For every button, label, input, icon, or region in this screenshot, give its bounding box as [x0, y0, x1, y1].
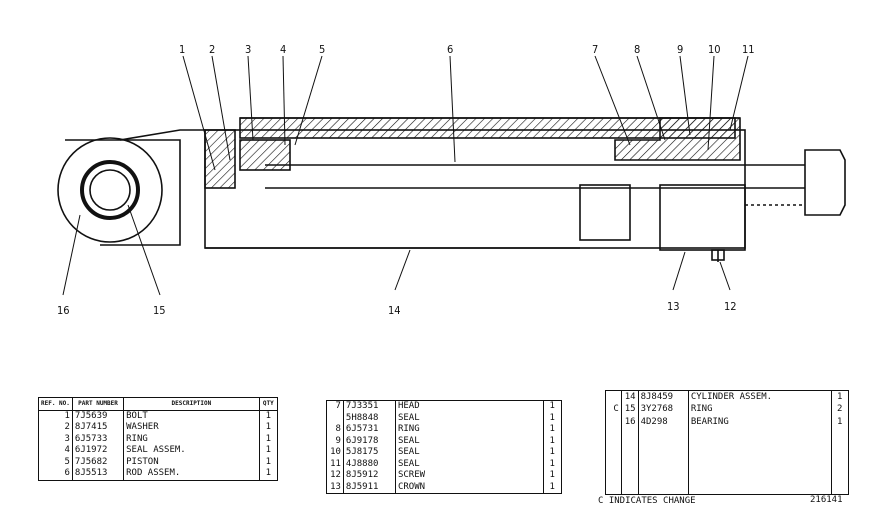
- drawing-number: 216141: [810, 495, 843, 505]
- callout-4: 4: [280, 43, 286, 56]
- bearing-inner: [89, 169, 131, 211]
- bearing-outer: [57, 137, 163, 243]
- callout-3: 3: [245, 43, 251, 56]
- callout-7: 7: [592, 43, 598, 56]
- callout-12: 12: [724, 300, 737, 313]
- header-qty: QTY: [258, 397, 279, 411]
- head: [614, 117, 741, 161]
- callout-8: 8: [634, 43, 640, 56]
- header-description: DESCRIPTION: [123, 397, 260, 411]
- header-ref: REF. NO.: [38, 397, 73, 411]
- callout-15: 15: [153, 304, 166, 317]
- bearing-ring: [80, 160, 140, 220]
- header-part-number: PART NUMBER: [71, 397, 125, 411]
- change-footnote: C INDICATES CHANGE: [598, 496, 696, 506]
- callout-9: 9: [677, 43, 683, 56]
- callout-14: 14: [388, 304, 401, 317]
- callout-1: 1: [179, 43, 185, 56]
- callout-2: 2: [209, 43, 215, 56]
- callout-13: 13: [667, 300, 680, 313]
- crown: [659, 184, 746, 251]
- callout-11: 11: [742, 43, 755, 56]
- callout-5: 5: [319, 43, 325, 56]
- callout-16: 16: [57, 304, 70, 317]
- rod-nut: [804, 149, 846, 216]
- callout-6: 6: [447, 43, 453, 56]
- callout-10: 10: [708, 43, 721, 56]
- piston: [204, 129, 236, 189]
